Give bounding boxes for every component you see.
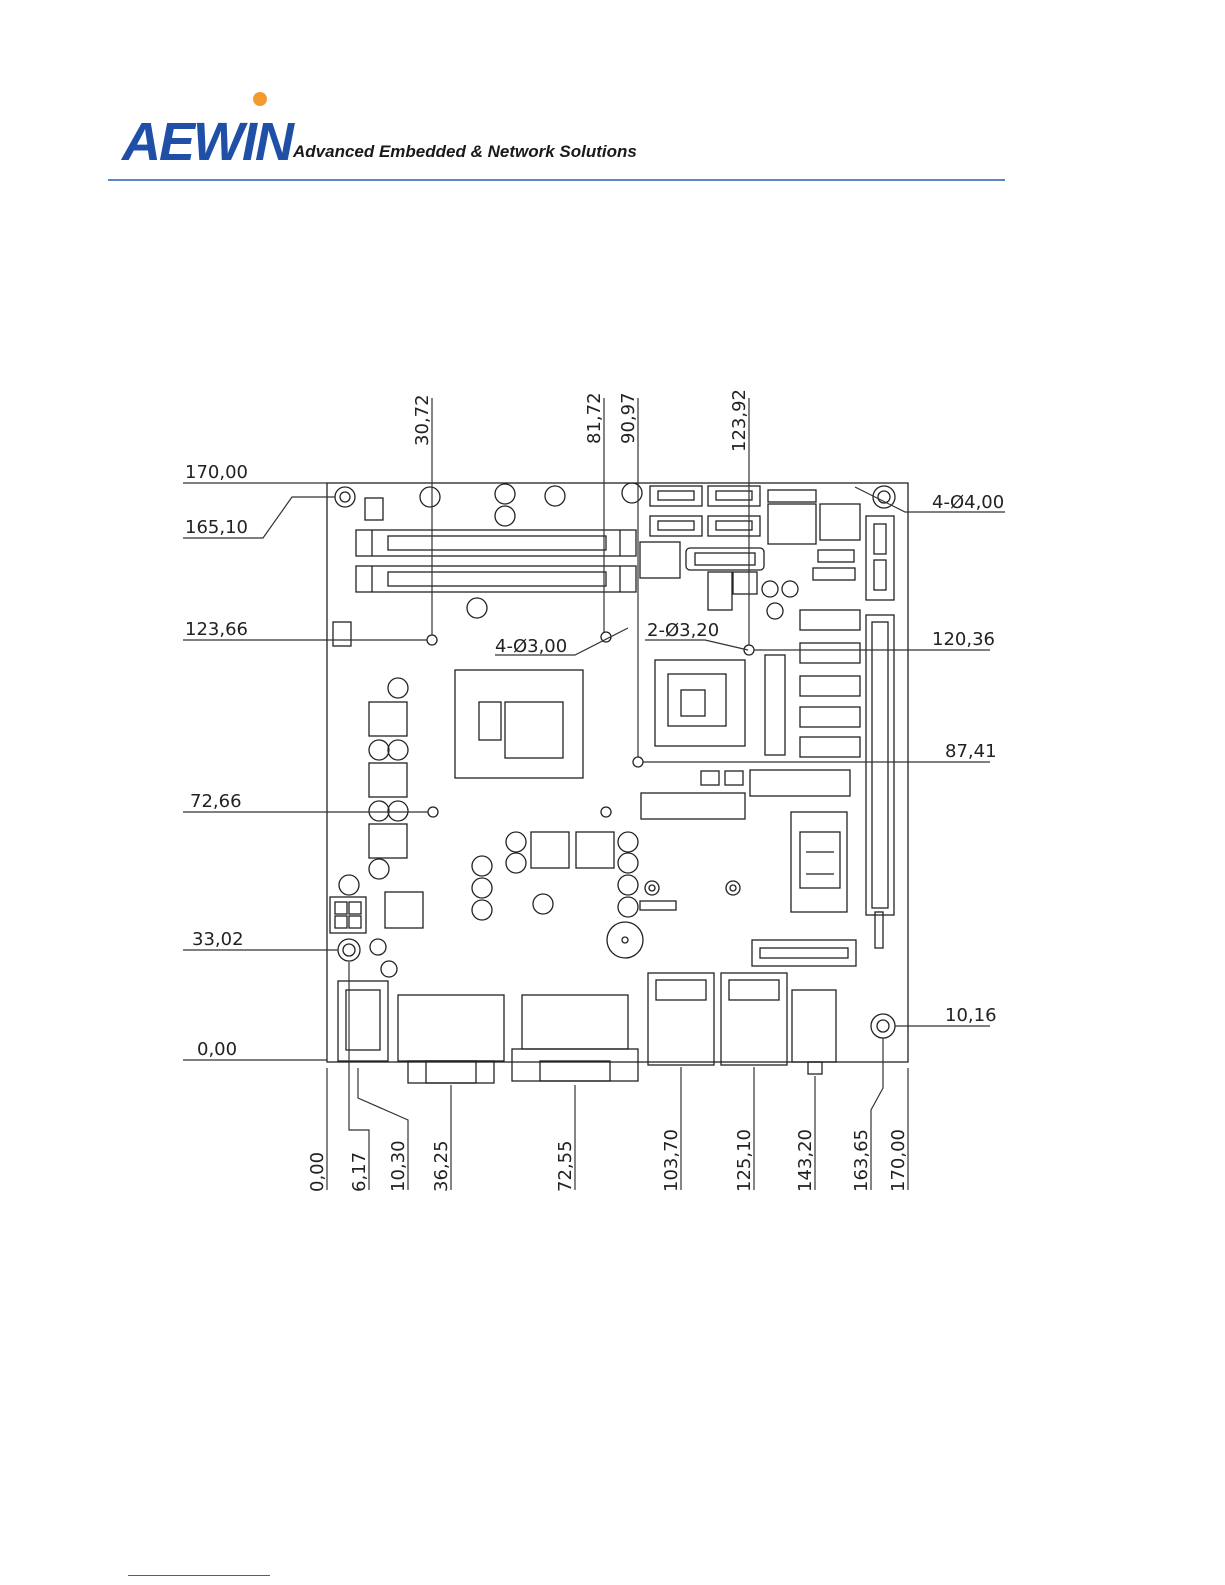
- hole-marker: [601, 807, 611, 817]
- lan-port: [648, 973, 714, 1065]
- cpu-socket: [455, 670, 583, 778]
- usb-header: [800, 707, 860, 727]
- dim-bottom-36: 36,25: [431, 1140, 452, 1192]
- usb-header: [800, 610, 860, 630]
- pin-header: [813, 568, 855, 580]
- dim-left-72: 72,66: [190, 791, 242, 812]
- usb-header: [800, 676, 860, 696]
- dim-bottom-6: 6,17: [349, 1152, 370, 1192]
- fan-header: [333, 622, 351, 646]
- dim-top-30: 30,72: [412, 394, 433, 446]
- callout-hole-3-20: 2-Ø3,20: [647, 620, 719, 641]
- dim-top-123: 123,92: [729, 389, 750, 452]
- dim-left-33: 33,02: [192, 929, 244, 950]
- pin-header: [708, 572, 732, 610]
- board-outline: [327, 483, 908, 1062]
- dim-left-0: 0,00: [197, 1039, 237, 1060]
- dim-bottom-72: 72,55: [555, 1140, 576, 1192]
- vga-port: [398, 995, 504, 1083]
- lan-port: [721, 973, 787, 1065]
- pcie-slot: [866, 615, 894, 915]
- sata-connector: [650, 486, 702, 506]
- dim-right-87: 87,41: [945, 741, 997, 762]
- usb-header: [800, 737, 860, 757]
- dim-bottom-125: 125,10: [734, 1129, 755, 1192]
- dim-bottom-103: 103,70: [661, 1129, 682, 1192]
- dim-left-165: 165,10: [185, 517, 248, 538]
- dim-left-123: 123,66: [185, 619, 248, 640]
- dim-bottom-143: 143,20: [795, 1129, 816, 1192]
- dim-right-10: 10,16: [945, 1005, 997, 1026]
- dimm-slot: [356, 530, 636, 556]
- mini-pcie-slot: [641, 793, 745, 819]
- hole-marker: [427, 635, 437, 645]
- dim-top-81: 81,72: [584, 392, 605, 444]
- pin-header: [640, 542, 680, 578]
- dim-right-120: 120,36: [932, 629, 995, 650]
- dim-left-170: 170,00: [185, 462, 248, 483]
- sata-connector: [708, 486, 760, 506]
- dim-bottom-163: 163,65: [851, 1129, 872, 1192]
- pin-header: [733, 572, 757, 594]
- hole-marker: [428, 807, 438, 817]
- mini-pcie-slot: [750, 770, 850, 796]
- dim-bottom-10: 10,30: [388, 1140, 409, 1192]
- fan-header: [365, 498, 383, 520]
- m2-slot: [866, 516, 894, 600]
- lvds-connector: [765, 655, 785, 755]
- dimm-slot: [356, 566, 636, 592]
- dim-right-hole-dia: 4-Ø4,00: [932, 492, 1004, 513]
- pin-header: [768, 504, 816, 544]
- dim-top-90: 90,97: [618, 392, 639, 444]
- audio-jack: [792, 990, 836, 1074]
- sim-card-slot: [791, 812, 847, 912]
- sata-connector: [650, 516, 702, 536]
- usb-header: [800, 643, 860, 663]
- com-port: [512, 995, 638, 1081]
- chipset: [655, 660, 745, 746]
- board-connector: [752, 940, 856, 966]
- pin-header: [768, 490, 816, 502]
- callout-hole-3-00: 4-Ø3,00: [495, 636, 567, 657]
- sata-connector: [708, 516, 760, 536]
- power-connector: [330, 897, 366, 933]
- pin-header: [818, 550, 854, 562]
- dim-bottom-0: 0,00: [307, 1152, 328, 1192]
- cmos-battery: [607, 922, 643, 958]
- mounting-hole-bottom-right: [871, 1014, 895, 1038]
- hole-marker: [633, 757, 643, 767]
- pin-header: [820, 504, 860, 540]
- dim-bottom-170: 170,00: [888, 1129, 909, 1192]
- dc-jack: [338, 981, 388, 1061]
- mounting-hole-top-left: [335, 487, 355, 507]
- mounting-hole-bottom-left: [338, 939, 360, 961]
- footer-link-underline[interactable]: [128, 1575, 270, 1576]
